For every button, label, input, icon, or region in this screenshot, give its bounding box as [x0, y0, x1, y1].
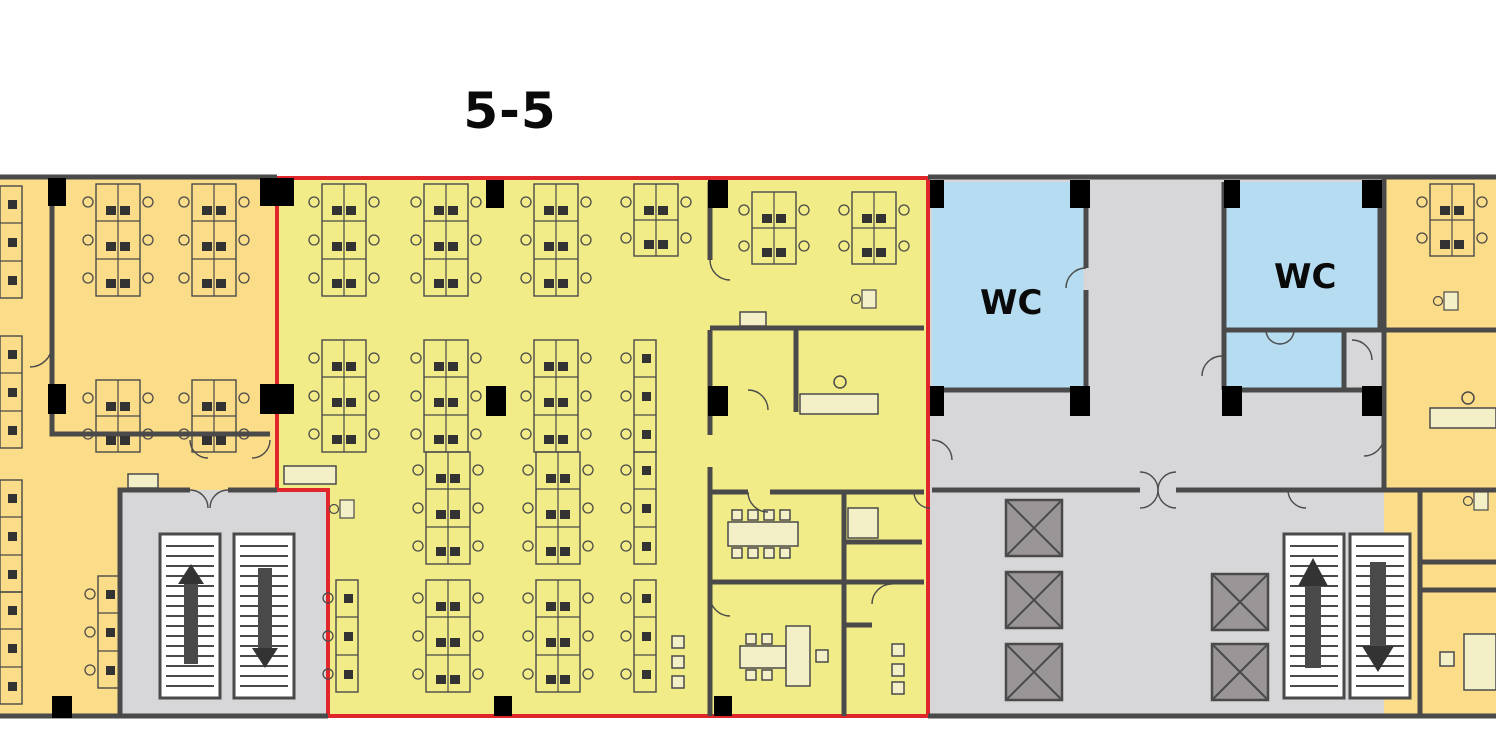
arrow-up-icon: [178, 564, 204, 664]
unit-title: 5-5: [463, 82, 557, 140]
wc-label-right: WC: [1274, 257, 1336, 297]
wc-anteroom: [1224, 330, 1344, 388]
structural-columns: [48, 178, 1382, 718]
meeting-rooms: [127, 311, 1496, 695]
arrow-up-icon: [1298, 558, 1328, 668]
doors: [29, 259, 1385, 617]
arrow-down-icon: [1362, 562, 1394, 672]
wc-room-right: [1224, 182, 1380, 330]
arrow-down-icon: [252, 568, 278, 668]
wc-label-left: WC: [980, 283, 1042, 323]
unit-5-5-area[interactable]: [275, 176, 930, 718]
wc-room-left: [932, 182, 1086, 390]
